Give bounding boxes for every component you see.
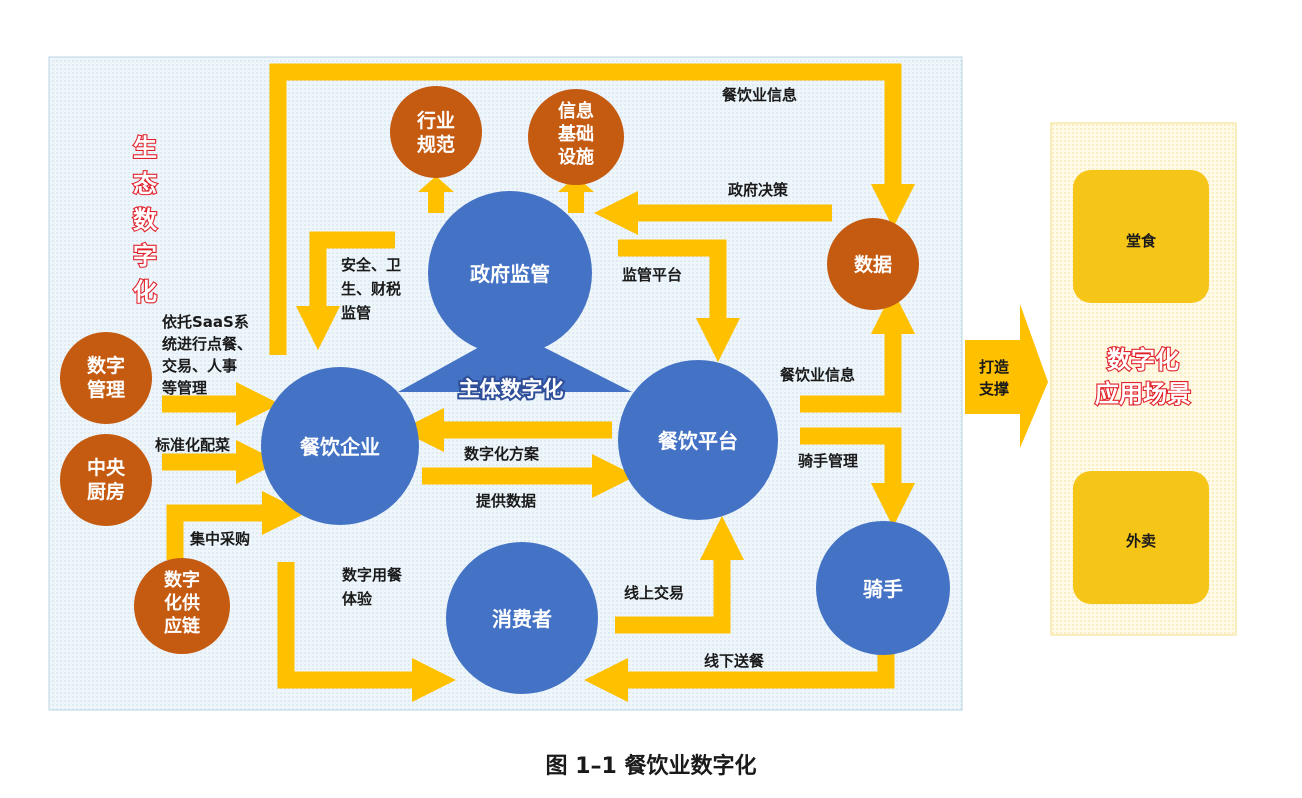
label-saas: 依托SaaS系 bbox=[162, 313, 249, 331]
node-platform: 餐饮平台 bbox=[618, 360, 778, 520]
label-dining-exp: 体验 bbox=[342, 590, 373, 608]
scene-title-line: 应用场景 bbox=[1095, 379, 1191, 408]
figure-caption: 图 1–1 餐饮业数字化 bbox=[545, 754, 757, 779]
scene-takeaway: 外卖 bbox=[1073, 471, 1209, 604]
label-saas: 等管理 bbox=[162, 379, 207, 397]
arrow-dining-exp bbox=[277, 562, 457, 703]
support-label: 打造 bbox=[979, 358, 1009, 376]
node-supply-label: 化供 bbox=[164, 592, 200, 614]
node-mgmt-label: 数字 bbox=[87, 354, 125, 377]
scene-dine-in-label: 堂食 bbox=[1126, 232, 1157, 250]
node-consumer: 消费者 bbox=[446, 542, 598, 694]
label-online-trade: 线上交易 bbox=[624, 584, 684, 602]
label-rider-mgmt: 骑手管理 bbox=[798, 452, 858, 470]
label-info-top: 餐饮业信息 bbox=[722, 86, 797, 104]
label-central-purchase: 集中采购 bbox=[189, 530, 250, 548]
label-safety: 生、财税 bbox=[341, 280, 401, 298]
ecosystem-char: 数 bbox=[133, 205, 158, 234]
node-kitchen-label: 厨房 bbox=[87, 480, 125, 503]
node-data-label: 数据 bbox=[854, 253, 892, 276]
label-digital-solution: 数字化方案 bbox=[464, 445, 540, 463]
ecosystem-label: 生 态 数 字 化 bbox=[132, 132, 159, 307]
node-platform-label: 餐饮平台 bbox=[658, 429, 738, 453]
node-kitchen-label: 中央 bbox=[87, 456, 126, 479]
node-norms-label: 规范 bbox=[417, 133, 455, 156]
label-provide-data: 提供数据 bbox=[476, 492, 536, 510]
node-digital-mgmt: 数字 管理 bbox=[60, 332, 152, 424]
node-info-infra: 信息 基础 设施 bbox=[528, 89, 624, 185]
arrow-online-trade bbox=[615, 515, 745, 634]
node-norms-label: 行业 bbox=[416, 109, 455, 132]
label-saas: 交易、人事 bbox=[162, 357, 237, 375]
ecosystem-char: 字 bbox=[133, 241, 157, 270]
core-triangle bbox=[398, 330, 632, 392]
node-supply-label: 应链 bbox=[164, 615, 201, 637]
arrow-info-top bbox=[269, 63, 916, 355]
scene-dine-in: 堂食 bbox=[1073, 170, 1209, 303]
node-supply-chain: 数字 化供 应链 bbox=[134, 558, 230, 654]
arrow-to-norms bbox=[418, 176, 454, 213]
scene-title: 数字化 应用场景 bbox=[1094, 344, 1192, 409]
node-data: 数据 bbox=[827, 218, 919, 310]
arrow-to-infra bbox=[558, 176, 594, 213]
node-supply-label: 数字 bbox=[164, 569, 200, 591]
node-infra-label: 信息 bbox=[558, 100, 594, 122]
label-reg-platform: 监管平台 bbox=[622, 266, 682, 284]
arrow-central-purchase bbox=[166, 490, 307, 560]
node-infra-label: 基础 bbox=[557, 123, 594, 145]
node-central-kitchen: 中央 厨房 bbox=[60, 434, 152, 526]
ecosystem-char: 态 bbox=[133, 169, 157, 198]
arrow-regulation-platform bbox=[618, 239, 741, 363]
arrow-safety bbox=[295, 231, 395, 351]
arrow-info-right bbox=[800, 289, 916, 413]
label-standard-dishes: 标准化配菜 bbox=[154, 436, 230, 454]
flow-labels: 依托SaaS系 统进行点餐、 交易、人事 等管理 标准化配菜 集中采购 安全、卫… bbox=[154, 86, 858, 670]
node-gov: 政府监管 bbox=[428, 191, 592, 355]
arrow-rider-mgmt bbox=[800, 427, 916, 528]
arrow-offline-delivery bbox=[583, 650, 895, 703]
support-label: 支撑 bbox=[978, 380, 1009, 398]
label-safety: 监管 bbox=[341, 304, 371, 322]
core-title: 主体数字化 bbox=[459, 377, 564, 401]
label-info-right: 餐饮业信息 bbox=[780, 366, 855, 384]
node-rider-label: 骑手 bbox=[863, 577, 903, 601]
scene-title-line: 数字化 bbox=[1107, 345, 1179, 374]
label-safety: 安全、卫 bbox=[341, 256, 401, 274]
node-consumer-label: 消费者 bbox=[492, 607, 552, 631]
ecosystem-char: 生 bbox=[133, 133, 157, 162]
node-rider: 骑手 bbox=[816, 521, 950, 655]
label-dining-exp: 数字用餐 bbox=[342, 566, 403, 584]
node-restaurant-label: 餐饮企业 bbox=[300, 435, 380, 459]
ecosystem-char: 化 bbox=[133, 277, 157, 306]
node-infra-label: 设施 bbox=[558, 146, 594, 168]
label-saas: 统进行点餐、 bbox=[162, 335, 252, 353]
label-gov-decision: 政府决策 bbox=[728, 181, 789, 199]
flow-arrows bbox=[162, 63, 916, 703]
scene-takeaway-label: 外卖 bbox=[1125, 532, 1156, 550]
support-arrow bbox=[965, 304, 1048, 448]
node-mgmt-label: 管理 bbox=[87, 378, 125, 401]
label-offline-delivery: 线下送餐 bbox=[704, 652, 765, 670]
node-gov-label: 政府监管 bbox=[470, 262, 550, 286]
node-restaurant: 餐饮企业 bbox=[261, 367, 419, 525]
node-industry-norms: 行业 规范 bbox=[390, 86, 482, 178]
